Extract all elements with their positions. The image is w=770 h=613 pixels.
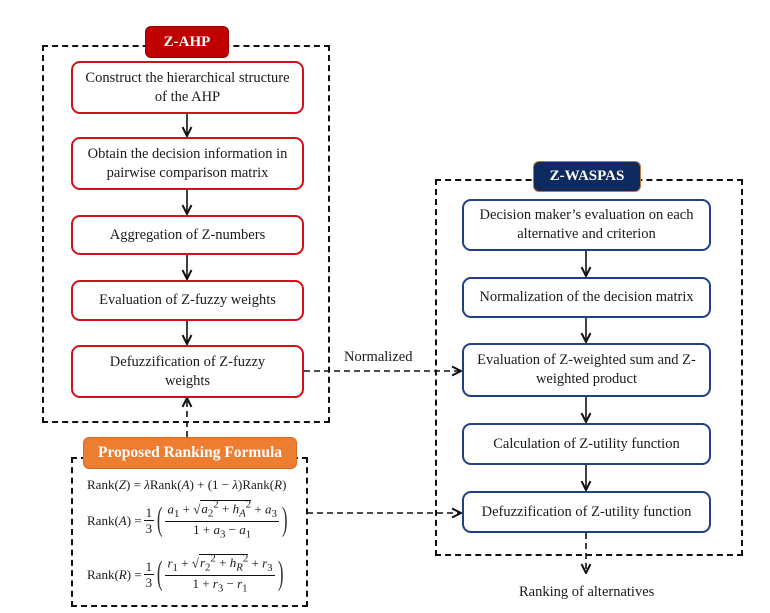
zahp-step-aggregation[interactable]: Aggregation of Z-numbers — [71, 215, 304, 255]
zahp-step-defuzzify-weights[interactable]: Defuzzification of Z-fuzzy weights — [71, 345, 304, 398]
zwaspas-step-dm-evaluation[interactable]: Decision maker’s evaluation on each alte… — [462, 199, 711, 251]
zwaspas-step-weighted-sum-product[interactable]: Evaluation of Z-weighted sum and Z-weigh… — [462, 343, 711, 397]
zwaspas-step-normalization[interactable]: Normalization of the decision matrix — [462, 277, 711, 318]
zahp-label: Z-AHP — [145, 26, 229, 58]
zwaspas-step-utility-function[interactable]: Calculation of Z-utility function — [462, 423, 711, 465]
zahp-step-pairwise-matrix[interactable]: Obtain the decision information in pairw… — [71, 137, 304, 190]
zwaspas-step-defuzzify-utility[interactable]: Defuzzification of Z-utility function — [462, 491, 711, 533]
zahp-step-evaluate-weights[interactable]: Evaluation of Z-fuzzy weights — [71, 280, 304, 321]
formula-label: Proposed Ranking Formula — [83, 437, 297, 469]
formula-rank-z: Rank(Z) = λRank(A) + (1 − λ)Rank(R) — [87, 477, 287, 492]
connector-label-normalized: Normalized — [344, 349, 413, 365]
output-ranking-label: Ranking of alternatives — [519, 584, 655, 600]
zwaspas-label: Z-WASPAS — [533, 161, 641, 192]
zahp-step-construct-hierarchy[interactable]: Construct the hierarchical structure of … — [71, 61, 304, 114]
